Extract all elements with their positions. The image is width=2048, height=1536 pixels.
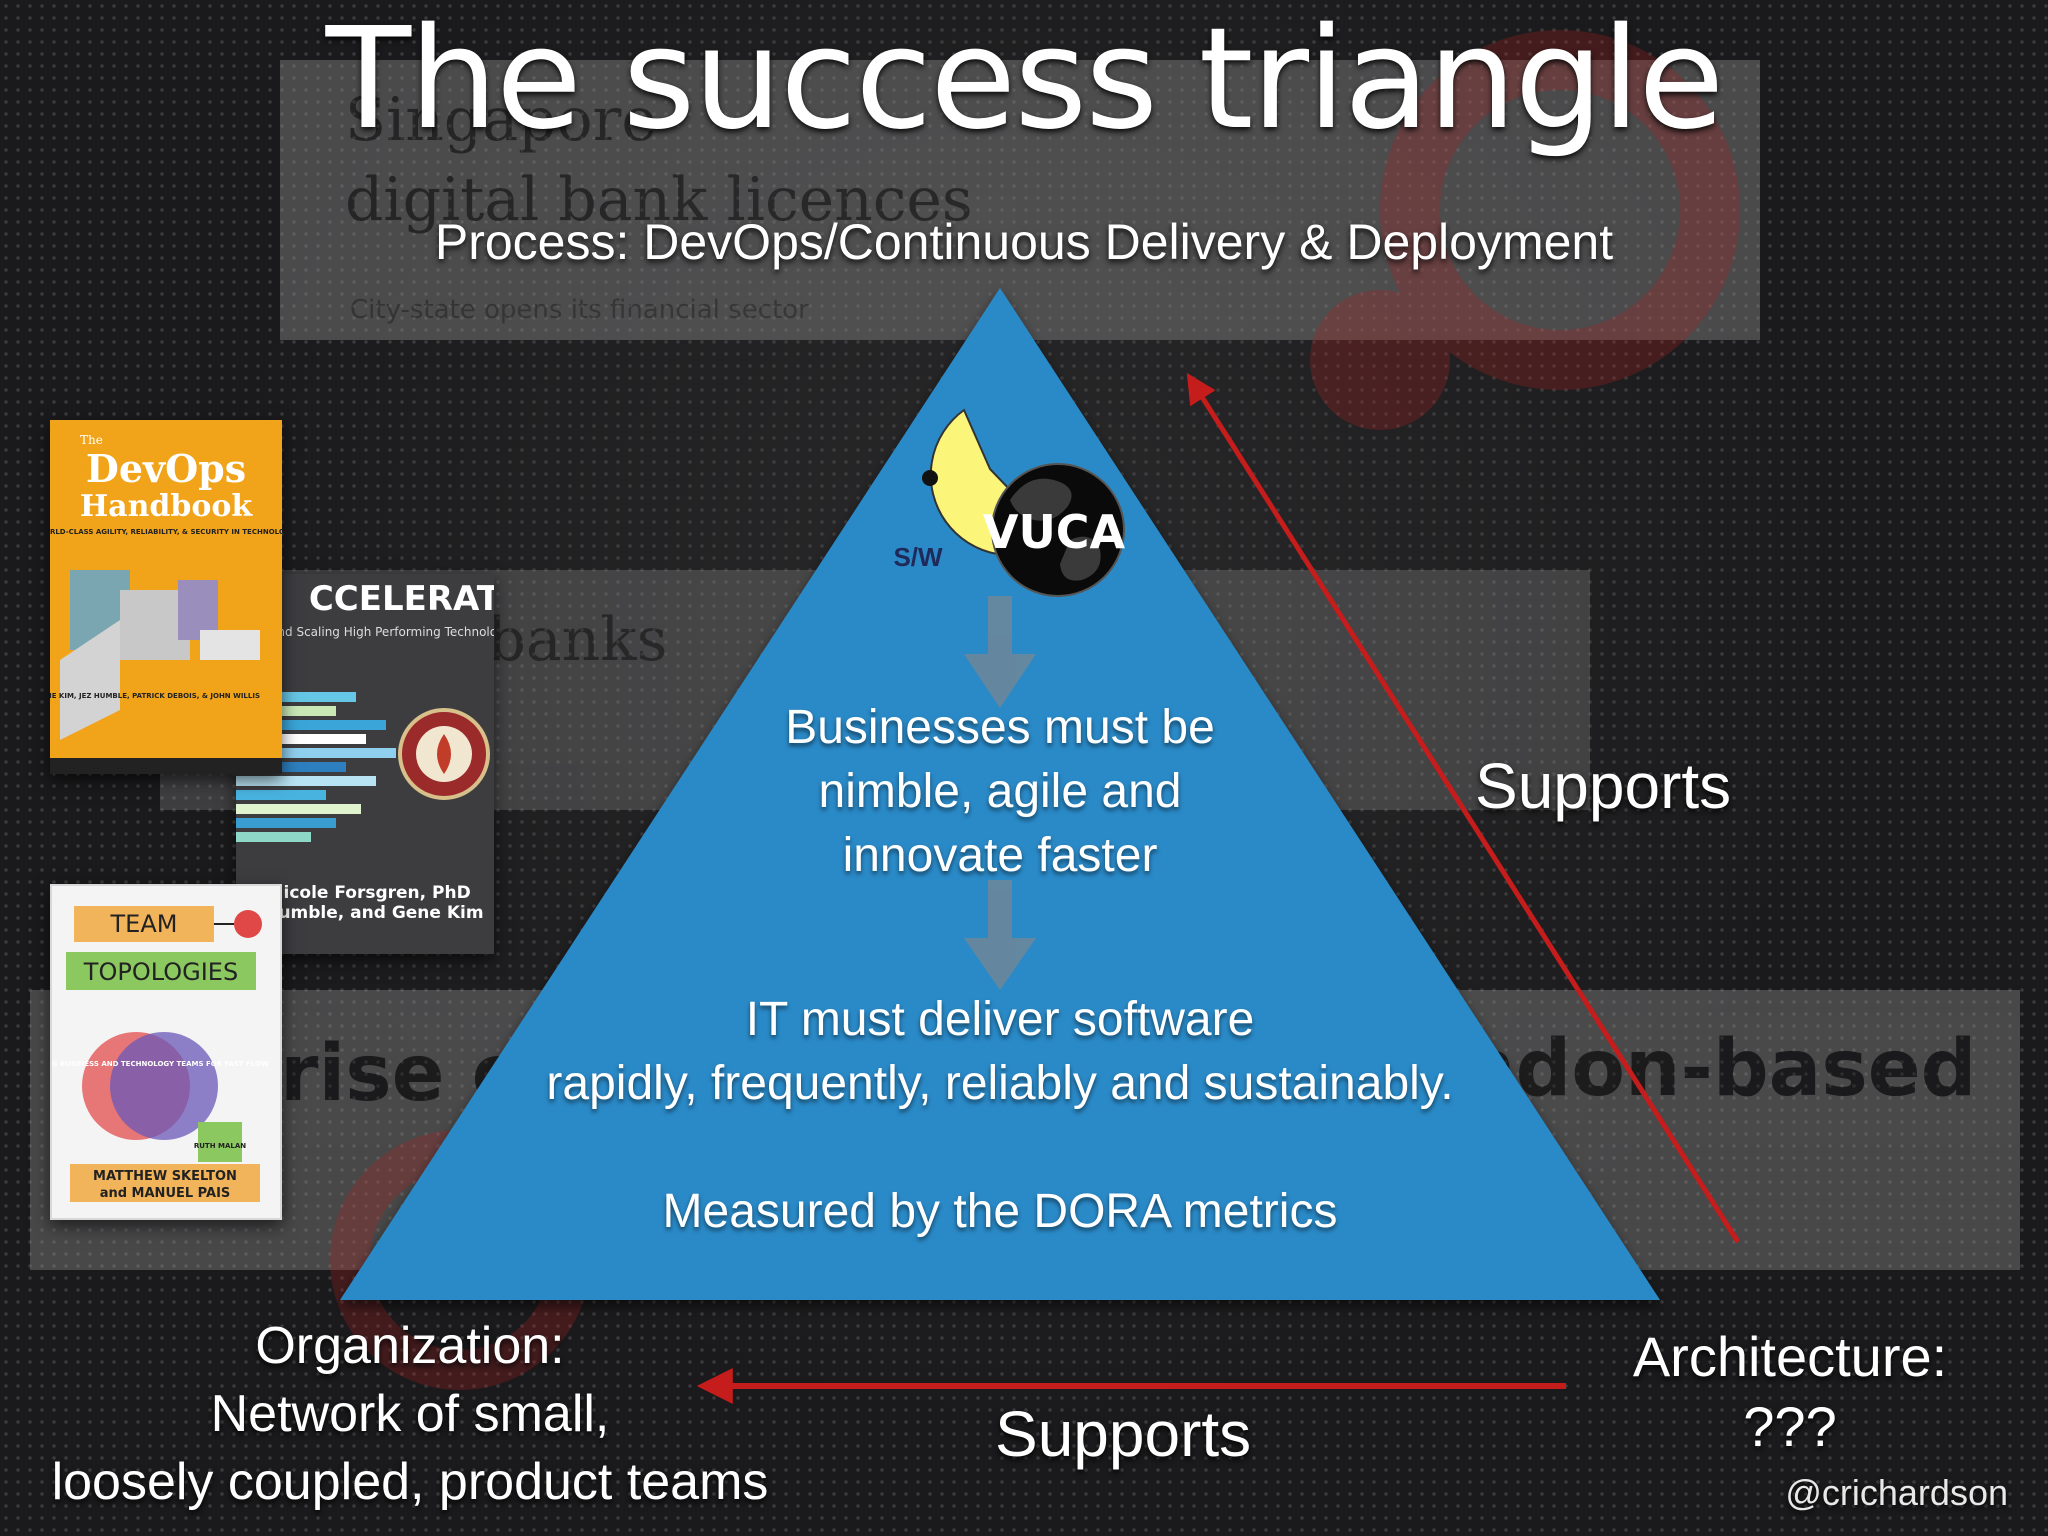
- business-statement: Businesses must be nimble, agile and inn…: [785, 701, 1215, 882]
- architecture-label: Architecture: ???: [1632, 1325, 1948, 1458]
- tt-foreword: RUTH MALAN: [194, 1142, 246, 1150]
- dh-auth: GENE KIM, JEZ HUMBLE, PATRICK DEBOIS, & …: [50, 692, 260, 700]
- supports-label-bottom: Supports: [995, 1398, 1252, 1470]
- acc-title: CCELERATE: [309, 579, 494, 619]
- dh-sub: HOW TO CREATE WORLD-CLASS AGILITY, RELIA…: [50, 528, 282, 536]
- dh-main2: Handbook: [80, 489, 254, 524]
- devops-illustration: [60, 570, 260, 740]
- dh-top: The: [80, 433, 103, 447]
- organization-label: Organization: Network of small, loosely …: [51, 1317, 769, 1511]
- accelerate-stripes: [236, 692, 396, 842]
- book-devops-handbook: The DevOps Handbook HOW TO CREATE WORLD-…: [50, 420, 282, 774]
- tt-title2: TOPOLOGIES: [83, 958, 238, 986]
- acc-auth2: z Humble, and Gene Kim: [248, 903, 483, 923]
- it-statement: IT must deliver software rapidly, freque…: [546, 993, 1454, 1110]
- dora-statement: Measured by the DORA metrics: [662, 1185, 1338, 1238]
- process-label: Process: DevOps/Continuous Delivery & De…: [434, 214, 1614, 270]
- tt-title1: TEAM: [110, 910, 178, 938]
- tt-auth2: and MANUEL PAIS: [100, 1186, 231, 1201]
- accelerate-seal-icon: [398, 708, 490, 800]
- book-team-topologies: TEAM TOPOLOGIES ORGANIZING BUSINESS AND …: [50, 884, 282, 1220]
- tt-auth1: MATTHEW SKELTON: [93, 1169, 237, 1184]
- tt-circle: ORGANIZING BUSINESS AND TECHNOLOGY TEAMS…: [52, 1060, 269, 1068]
- author-handle: @crichardson: [1785, 1472, 2008, 1513]
- slide-title: The success triangle: [325, 0, 1725, 161]
- team-venn-icon: [82, 1032, 218, 1140]
- acc-sub: ilding and Scaling High Performing Techn…: [236, 625, 494, 639]
- supports-label-right: Supports: [1475, 750, 1732, 822]
- acc-auth1: Nicole Forsgren, PhD: [269, 883, 470, 903]
- dh-main1: DevOps: [86, 446, 246, 491]
